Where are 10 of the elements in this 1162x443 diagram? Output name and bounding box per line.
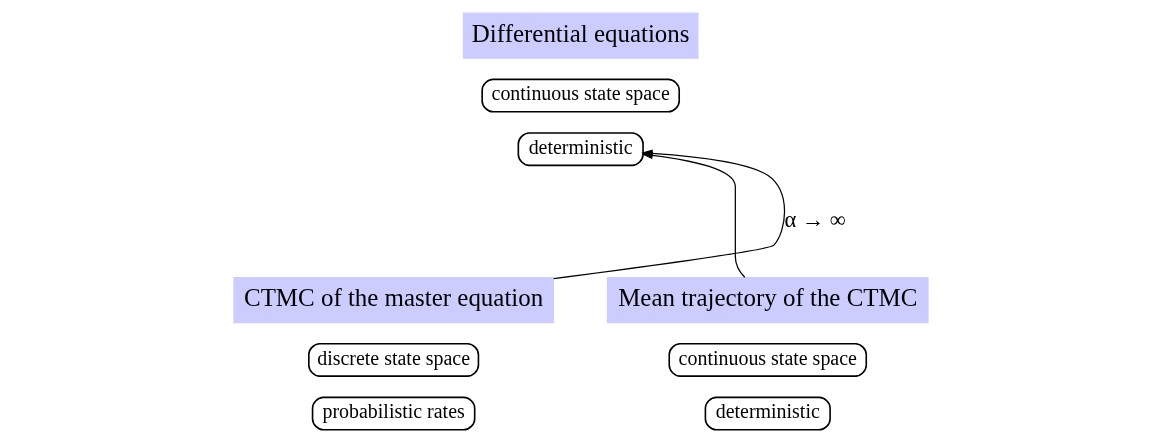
node-box: deterministic <box>517 132 644 167</box>
node-box: continuous state space <box>481 78 680 113</box>
node-box: CTMC of the master equation <box>233 277 554 324</box>
node-box: discrete state space <box>308 342 480 377</box>
node-box: continuous state space <box>668 342 868 377</box>
edge-label: α → ∞ <box>784 206 846 232</box>
node-box: probabilistic rates <box>311 396 476 431</box>
node-box: Differential equations <box>462 12 699 59</box>
node-box: deterministic <box>704 396 831 431</box>
node-box: Mean trajectory of the CTMC <box>606 277 929 324</box>
